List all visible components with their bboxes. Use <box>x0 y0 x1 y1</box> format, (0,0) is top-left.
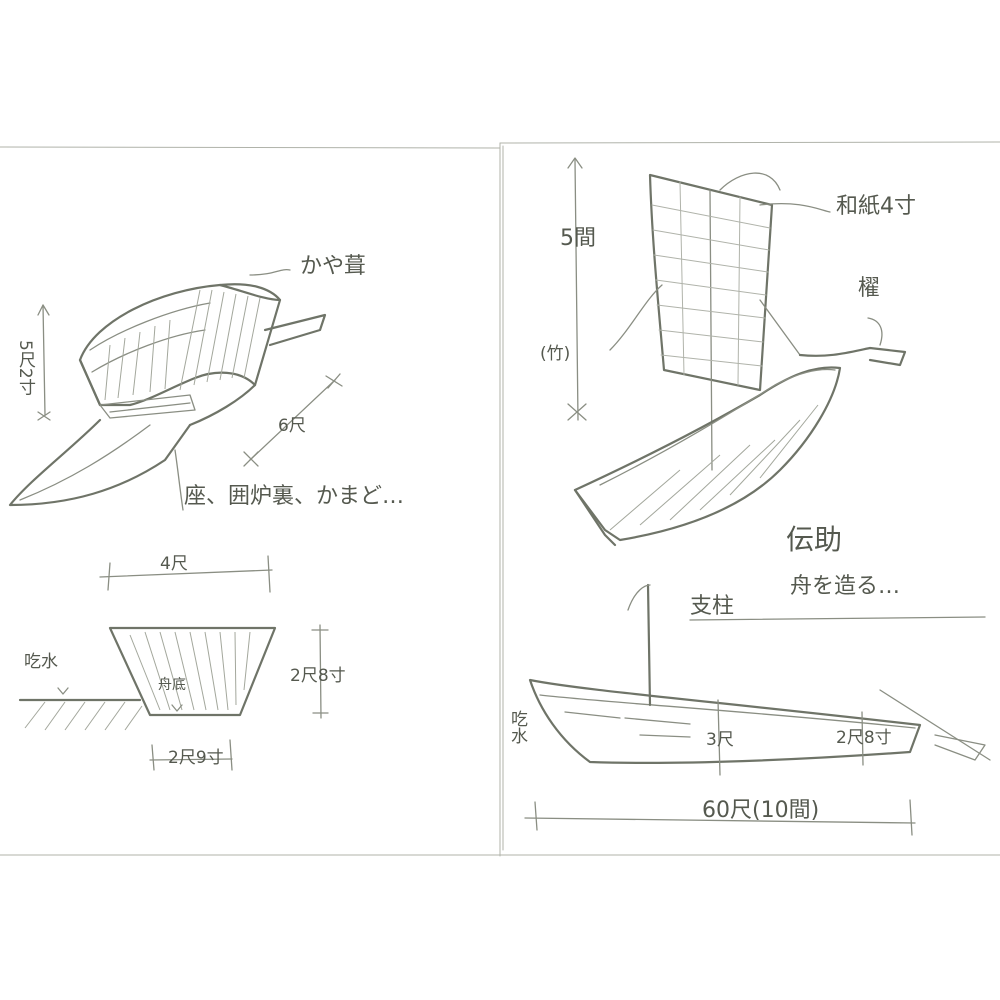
mast-material-label: (竹) <box>540 344 571 364</box>
draft-label: 吃水 <box>507 710 527 744</box>
sailboat-sketch <box>567 157 907 547</box>
cross-section-sketch <box>18 555 329 771</box>
subtitle-label: 舟を造る… <box>790 574 901 599</box>
roof-label: かや葺 <box>300 254 367 279</box>
width-label: 6尺 <box>278 416 306 436</box>
bottom-label: 舟底 <box>158 677 186 693</box>
interior-label: 座、囲炉裏、かまど… <box>184 484 405 509</box>
page-edges <box>0 141 1000 857</box>
roofed-boat-sketch <box>8 268 343 511</box>
section-width-label: 4尺 <box>160 554 188 574</box>
sail-label: 和紙4寸 <box>836 194 916 219</box>
mast-height-label: 5間 <box>560 226 596 251</box>
oar-label: 櫂 <box>858 276 881 301</box>
height-label: 5尺2寸 <box>15 340 35 396</box>
side-elevation-sketch <box>524 583 991 836</box>
stern-depth-label: 2尺8寸 <box>836 728 892 748</box>
bottom-width-label: 2尺9寸 <box>168 748 224 768</box>
mast-label: 支柱 <box>690 594 735 619</box>
title-label: 伝助 <box>786 523 843 556</box>
length-label: 60尺(10間) <box>702 798 820 823</box>
waterline-label: 吃水 <box>24 652 58 672</box>
depth-label: 2尺8寸 <box>290 666 346 686</box>
mid-depth-label: 3尺 <box>706 730 734 750</box>
